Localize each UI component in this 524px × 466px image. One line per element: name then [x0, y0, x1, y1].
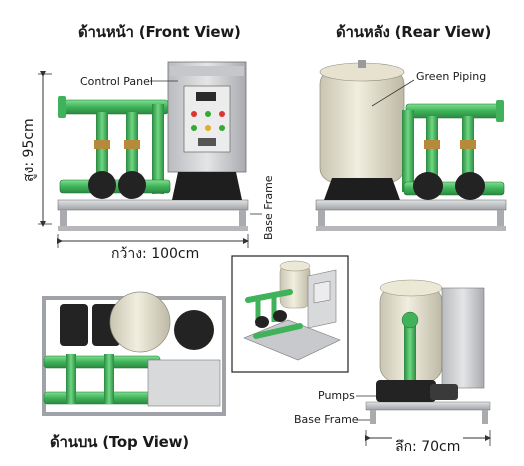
front-pump: [88, 171, 116, 199]
pumps-label: Pumps: [318, 389, 355, 402]
iso-view: [231, 255, 349, 373]
front-top-manifold: [59, 99, 169, 115]
front-tank-base: [172, 172, 242, 200]
indicator-red: [191, 111, 197, 117]
indicator-green: [219, 125, 225, 131]
rear-valve: [460, 140, 476, 149]
side-cabinet: [441, 287, 485, 389]
rear-pump: [413, 172, 443, 200]
rear-pump: [455, 172, 485, 200]
front-display: [196, 92, 216, 101]
base-frame-vertical-label: Base Frame: [262, 175, 275, 240]
top-tank: [109, 291, 171, 353]
front-frame-leg: [60, 210, 67, 228]
front-valve: [94, 140, 110, 149]
top-manifold: [43, 355, 161, 369]
top-motor: [174, 310, 214, 350]
rear-view: [315, 60, 507, 231]
rear-riser-pipe: [402, 110, 414, 192]
rear-frame-leg: [497, 210, 504, 228]
front-view: [57, 61, 249, 231]
rear-pipe-flange: [496, 100, 504, 122]
front-dimensions: [38, 71, 262, 248]
height-dimension: สูง: 95cm: [21, 118, 37, 182]
side-base-frame: [365, 401, 491, 411]
front-frame-leg: [239, 210, 246, 228]
rear-valve: [424, 140, 440, 149]
front-base-frame: [57, 199, 249, 211]
indicator-green: [205, 111, 211, 117]
side-pipe: [404, 318, 416, 388]
top-cabinet: [147, 359, 221, 407]
top-view-title: ด้านบน (Top View): [50, 433, 189, 451]
side-pump: [376, 380, 436, 402]
side-view: [356, 279, 491, 446]
top-pump: [60, 304, 88, 346]
indicator-green: [191, 125, 197, 131]
depth-dimension: ลึก: 70cm: [392, 436, 464, 458]
top-view: [42, 291, 226, 416]
indicator-yellow: [205, 125, 211, 131]
rear-tank-valve: [358, 60, 366, 68]
rear-frame-rail: [316, 226, 506, 231]
rear-top-manifold: [405, 103, 503, 119]
base-frame-label: Base Frame: [294, 413, 359, 426]
control-panel-label: Control Panel: [80, 75, 153, 88]
front-pipe-flange: [58, 96, 66, 118]
front-valve: [124, 140, 140, 149]
rear-base-frame: [315, 199, 507, 211]
rear-frame-leg: [318, 210, 325, 228]
front-switch: [198, 138, 216, 146]
top-manifold: [43, 391, 157, 405]
rear-view-title: ด้านหลัง (Rear View): [336, 23, 492, 41]
width-dimension: กว้าง: 100cm: [108, 243, 203, 265]
rear-pressure-tank: [319, 69, 405, 183]
front-riser-pipe: [152, 104, 164, 194]
front-frame-rail: [58, 226, 248, 231]
front-view-title: ด้านหน้า (Front View): [78, 23, 241, 41]
indicator-red: [219, 111, 225, 117]
rear-tank-base: [324, 178, 400, 200]
front-pump: [118, 171, 146, 199]
green-piping-label: Green Piping: [416, 70, 487, 83]
front-cabinet-top: [170, 66, 244, 76]
